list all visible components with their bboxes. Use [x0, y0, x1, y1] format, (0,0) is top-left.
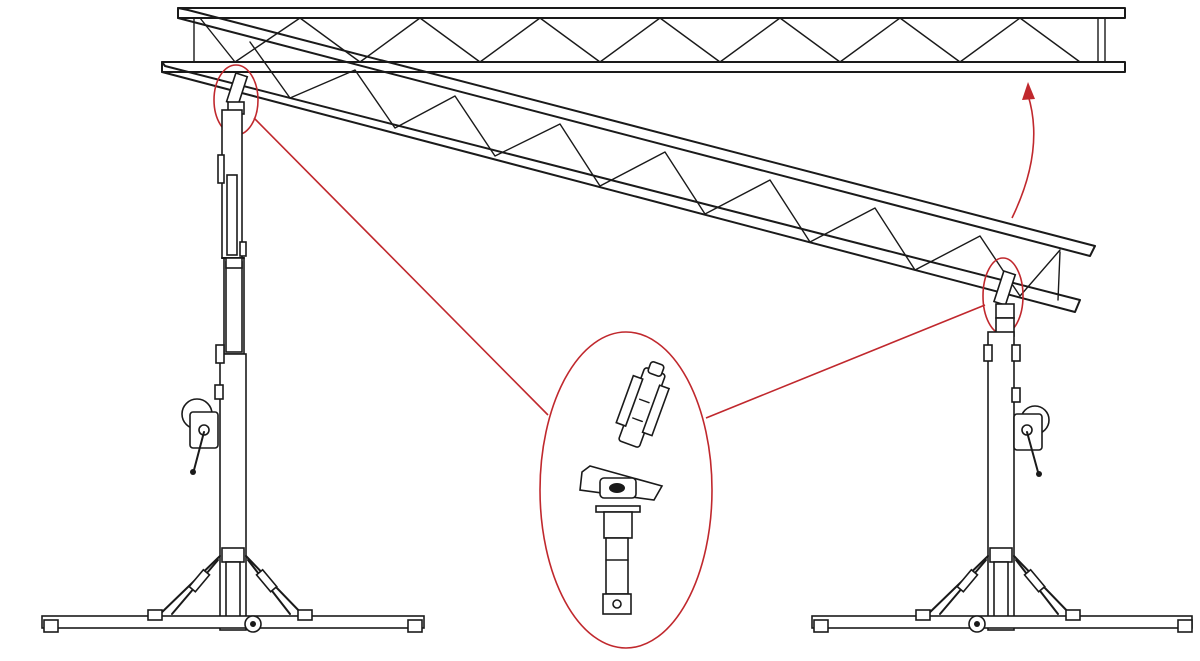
tilted-truss: [161, 7, 1096, 313]
clamp-detail: [579, 361, 671, 615]
magnifier-ellipse-icon: [539, 331, 713, 649]
right-winch: [1013, 405, 1050, 477]
right-lift-tower: [811, 270, 1193, 633]
detail-callout: [213, 64, 1024, 649]
raised-truss-lattice: [199, 17, 1081, 63]
curved-arrow-up-icon: [1011, 82, 1035, 219]
left-lift-tower: [41, 72, 425, 633]
tilted-truss-lattice: [249, 41, 1061, 297]
left-winch: [181, 398, 219, 475]
